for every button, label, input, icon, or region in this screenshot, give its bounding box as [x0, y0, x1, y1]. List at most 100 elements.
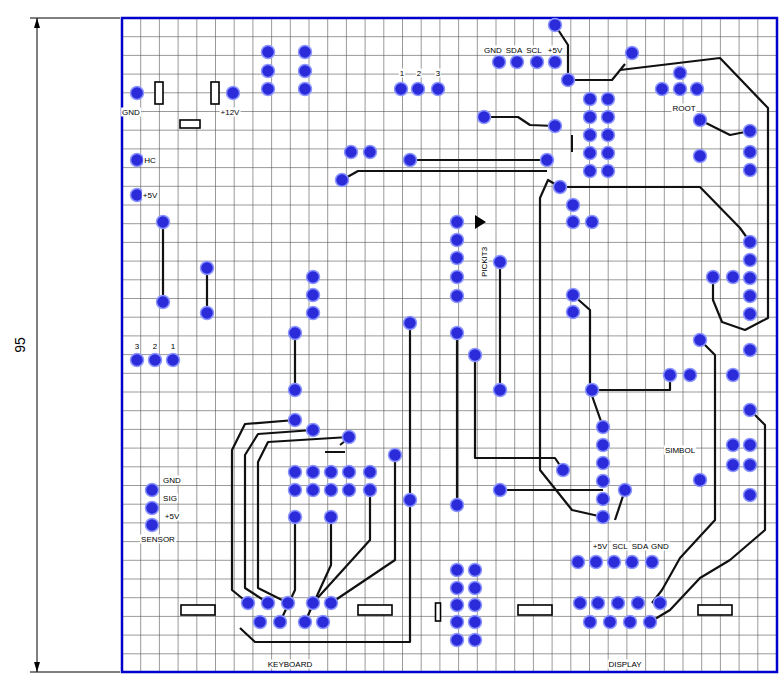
through-pad [608, 556, 621, 569]
through-pad [694, 114, 707, 127]
through-pad [612, 597, 625, 610]
through-pad [574, 597, 587, 610]
through-pad [299, 616, 312, 629]
through-pad [432, 83, 445, 96]
through-pad [364, 484, 377, 497]
through-pad [307, 271, 320, 284]
through-pad [562, 74, 575, 87]
pcb-label: SIMBOL [664, 446, 696, 455]
pcb-label: SDA [631, 542, 649, 551]
through-pad [274, 616, 287, 629]
through-pad [744, 489, 757, 502]
through-pad [478, 111, 491, 124]
grid-line [122, 317, 777, 318]
through-pad [664, 369, 677, 382]
grid-line [720, 18, 721, 672]
through-pad [531, 56, 544, 69]
through-pad [343, 484, 356, 497]
grid-line [215, 18, 216, 672]
pcb-label: GND [483, 46, 503, 55]
through-pad [412, 83, 425, 96]
through-pad [451, 499, 464, 512]
grid-line [122, 335, 777, 336]
through-pad [289, 414, 302, 427]
through-pad [149, 354, 162, 367]
through-pad [289, 466, 302, 479]
pcb-label: SDA [505, 46, 523, 55]
grid-line [309, 18, 310, 672]
through-pad [389, 449, 402, 462]
through-pad [619, 484, 632, 497]
copper-trace [560, 187, 750, 242]
grid-line [122, 392, 777, 393]
through-pad [590, 556, 603, 569]
through-pad [493, 56, 506, 69]
copper-trace [245, 430, 313, 603]
through-pad [404, 154, 417, 167]
through-pad [646, 556, 659, 569]
grid-line [178, 18, 179, 672]
grid-line [365, 18, 366, 672]
through-pad [395, 83, 408, 96]
through-pad [282, 597, 295, 610]
through-pad [567, 199, 580, 212]
through-pad [744, 344, 757, 357]
copper-trace [240, 500, 410, 642]
through-pad [604, 616, 617, 629]
through-pad [597, 439, 610, 452]
smd-pads [155, 82, 732, 621]
through-pad [597, 421, 610, 434]
grid-line [122, 223, 777, 224]
copper-trace [540, 180, 603, 517]
through-pad [469, 599, 482, 612]
smd-pad [211, 82, 219, 104]
copper-trace [650, 410, 765, 622]
through-pad [289, 327, 302, 340]
grid-line [122, 429, 777, 430]
grid-line [122, 410, 777, 411]
through-pad [744, 308, 757, 321]
pcb-label: 3 [134, 342, 140, 351]
grid-line [683, 18, 684, 672]
grid-line [439, 18, 440, 672]
copper-trace [232, 420, 295, 603]
through-pad [586, 216, 599, 229]
through-pad [597, 457, 610, 470]
through-pad [307, 307, 320, 320]
grid-line [122, 261, 777, 262]
through-pad [157, 296, 170, 309]
grid-line [122, 130, 777, 131]
copper-trace [280, 517, 295, 622]
through-pad [289, 384, 302, 397]
through-pad [602, 165, 615, 178]
copper-trace [620, 58, 768, 330]
smd-pad [155, 82, 163, 104]
through-pad [744, 164, 757, 177]
through-pad [684, 369, 697, 382]
grid-line [645, 18, 646, 672]
pcb-label: +5V [164, 512, 180, 521]
through-pad [254, 616, 267, 629]
through-pad [584, 111, 597, 124]
through-pad [131, 87, 144, 100]
through-pad [451, 616, 464, 629]
through-pad [691, 83, 704, 96]
through-pad [744, 404, 757, 417]
through-pad [345, 146, 358, 159]
through-pad [744, 254, 757, 267]
through-pad [317, 616, 330, 629]
grid-line [122, 279, 777, 280]
through-pad [494, 384, 507, 397]
smd-pad [698, 605, 732, 615]
copper-trace [410, 159, 547, 161]
through-pad [567, 289, 580, 302]
through-pad [131, 154, 144, 167]
through-pad [336, 174, 349, 187]
grid-line [196, 18, 197, 672]
through-pad [494, 256, 507, 269]
through-pad [727, 459, 740, 472]
through-pad [451, 599, 464, 612]
grid-line [122, 597, 777, 598]
smd-pad [518, 605, 552, 615]
